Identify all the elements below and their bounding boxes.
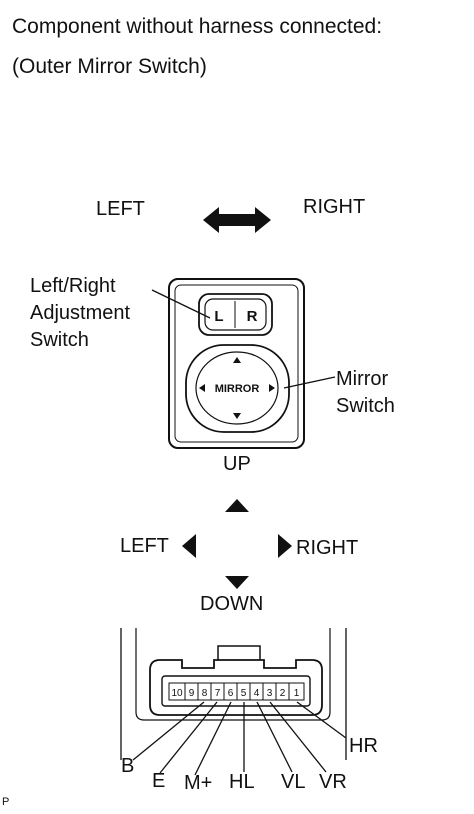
adjustment-switch-label: Left/Right Adjustment Switch [30,273,130,354]
mirror-switch[interactable]: MIRROR [185,344,290,433]
adjustment-label-line-2: Adjustment [30,302,131,324]
mirror-up-arrow-icon [233,357,241,363]
direction-right-label: RIGHT [296,537,359,559]
pin-number: 7 [215,688,221,699]
adjustment-leader-line [151,289,211,319]
e-leader-line [159,701,218,774]
direction-up-label: UP [223,453,251,475]
pin-number: 3 [267,688,273,699]
mirror-down-arrow-icon [233,413,241,419]
mirror-label-line-2: Switch [336,395,395,417]
pin-number: 6 [228,688,234,699]
terminal-hr-label: HR [349,735,378,757]
left-arrow-icon [182,534,196,558]
mirror-key-label: MIRROR [215,383,260,395]
b-leader-line [132,701,205,761]
vr-leader-line [269,701,327,773]
adjustment-label-line-3: Switch [30,329,89,351]
key-r-label: R [247,308,258,325]
hr-leader-line [296,701,347,739]
pin-number: 10 [171,688,183,699]
switch-housing-inner [174,284,299,443]
left-right-adjustment-switch[interactable]: L R [198,293,273,336]
connector: 10 9 8 7 6 5 4 3 2 1 [120,628,347,760]
terminal-b-label: B [121,755,135,777]
up-arrow-icon [225,499,249,512]
mplus-leader-line [194,701,232,776]
mirror-switch-label: Mirror Switch [336,366,395,420]
direction-left-label: LEFT [120,535,169,557]
direction-down-label: DOWN [200,593,264,615]
pin-number: 1 [294,688,300,699]
diagram-caption: Component without harness connected: [12,15,383,38]
top-left-label: LEFT [96,198,145,220]
mirror-left-arrow-icon [199,384,205,392]
top-right-label: RIGHT [303,196,366,218]
terminal-hl-label: HL [229,771,255,793]
right-arrow-icon [278,534,292,558]
key-l-label: L [214,308,223,325]
terminal-mplus-label: M+ [184,772,213,794]
vl-leader-line [256,701,293,773]
terminal-e-label: E [152,770,166,792]
adjustment-label-line-1: Left/Right [30,275,116,297]
left-right-double-arrow-icon [203,207,271,233]
pin-number: 9 [189,688,195,699]
down-arrow-icon [225,576,249,589]
terminal-vr-label: VR [319,771,347,793]
pin-number: 5 [241,688,247,699]
mirror-leader-line [283,376,336,389]
terminal-leader-lines [132,701,347,776]
diagram-subcaption: (Outer Mirror Switch) [12,55,207,78]
corner-mark: P [2,796,10,808]
mirror-label-line-1: Mirror [336,368,389,390]
pin-number: 8 [202,688,208,699]
terminal-vl-label: VL [281,771,306,793]
pin-number: 2 [280,688,286,699]
mirror-right-arrow-icon [269,384,275,392]
pin-number: 4 [254,688,260,699]
